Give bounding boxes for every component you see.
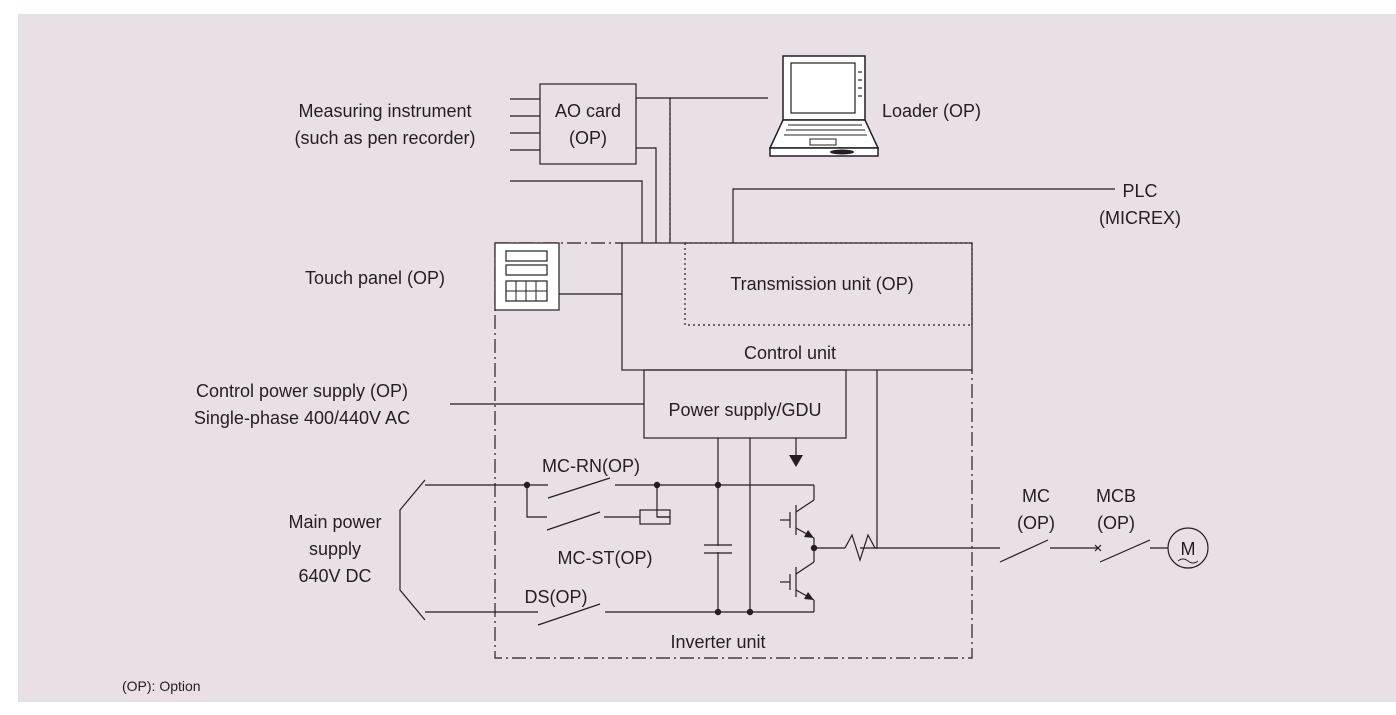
transmission-unit-label: Transmission unit (OP) (730, 274, 913, 294)
mc-label: MC (1022, 486, 1050, 506)
main-power-bracket (399, 479, 426, 621)
main-power-label: Main power (288, 512, 381, 532)
gate-arrow-icon (789, 455, 803, 467)
plc-label: PLC (1122, 181, 1157, 201)
main-power-sublabel: supply (309, 539, 361, 559)
control-power-sublabel: Single-phase 400/440V AC (194, 408, 410, 428)
ao-card-wire-2 (636, 147, 657, 243)
laptop-icon (768, 55, 880, 157)
motor-label: M (1181, 539, 1196, 559)
diagram-panel (18, 14, 1396, 702)
mc-contact (999, 539, 1049, 563)
transmission-unit-box (684, 243, 972, 326)
plc-wire (732, 188, 1115, 243)
mcb-sublabel: (OP) (1097, 513, 1135, 533)
mcb-label: MCB (1096, 486, 1136, 506)
ao-card-wire (636, 97, 671, 243)
inverter-enclosure (494, 243, 973, 659)
ds-label: DS(OP) (525, 587, 588, 607)
ao-card-sublabel: (OP) (569, 128, 607, 148)
ao-card-box (539, 83, 637, 165)
measuring-instrument-lines (510, 98, 540, 151)
mc-st-contact (546, 511, 601, 531)
control-unit-label: Control unit (744, 343, 836, 363)
mc-rn-contact (547, 477, 611, 499)
touch-panel-icon (494, 242, 560, 311)
current-sensor-icon (844, 533, 876, 562)
control-power-label: Control power supply (OP) (196, 381, 408, 401)
plc-sublabel: (MICREX) (1099, 208, 1181, 228)
ds-contact (537, 603, 601, 626)
junction-dot (714, 608, 722, 616)
capacitor-icon (704, 544, 732, 554)
motor-icon: M (1167, 527, 1209, 569)
measuring-instrument-label: Measuring instrument (298, 101, 471, 121)
main-power-voltage: 640V DC (298, 566, 371, 586)
junction-dot (746, 608, 754, 616)
measuring-instrument-sublabel: (such as pen recorder) (294, 128, 475, 148)
igbt-icon (780, 485, 815, 612)
touch-panel-label: Touch panel (OP) (305, 268, 445, 288)
mc-st-branch (526, 485, 547, 518)
current-sensor-wire (860, 370, 878, 549)
power-supply-gdu-label: Power supply/GDU (668, 400, 821, 420)
mcb-contact (1099, 539, 1151, 563)
inverter-unit-label: Inverter unit (670, 632, 765, 652)
mc-sublabel: (OP) (1017, 513, 1055, 533)
mcb-cross-icon (1094, 544, 1102, 552)
mc-rn-label: MC-RN(OP) (542, 456, 640, 476)
option-footnote: (OP): Option (122, 678, 201, 694)
measuring-extra-wire (510, 180, 643, 243)
loader-label: Loader (OP) (882, 101, 981, 121)
ao-card-label: AO card (555, 101, 621, 121)
mc-st-label: MC-ST(OP) (558, 548, 653, 568)
